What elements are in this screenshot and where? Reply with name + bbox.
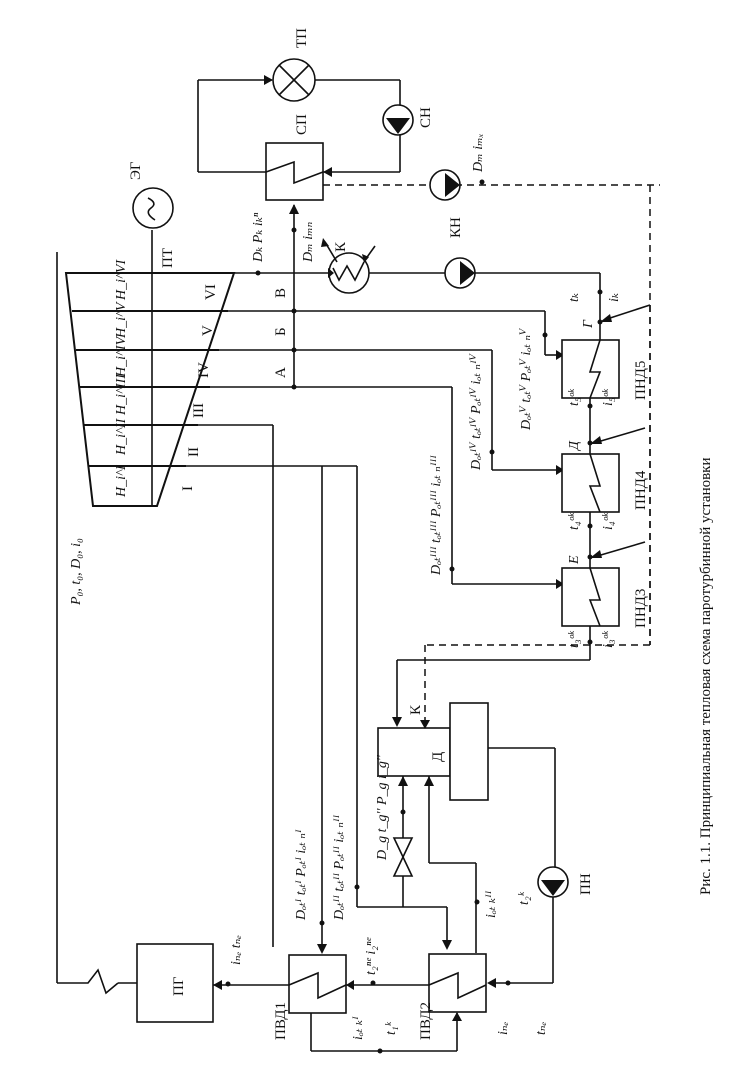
feed-pump: ПН [487, 866, 594, 988]
deaerator-k-label: К [408, 704, 424, 715]
sine-wave-icon [147, 197, 156, 221]
hp-heater-2: ПВД2 iₙₑ tₙₑ [418, 953, 549, 1051]
condensate-line: tₖ iₖ [369, 272, 651, 340]
figure-caption: Рис. 1.1. Принципиальная тепловая схема … [698, 458, 714, 896]
stage-numbers: VI V IV III II I [180, 284, 219, 491]
live-steam-label: P₀, t₀, D₀, i₀ [69, 538, 84, 606]
t5ok-label: t₅ᵒᵏ [567, 388, 582, 406]
deaerator-steam-line: D_g t_g'' P_g i_g'' [375, 754, 414, 907]
point-g-label: Г [581, 319, 596, 329]
deaerator: Д К [377, 645, 556, 870]
point-v-label: В [273, 288, 289, 298]
pvd2-drain-t-label: t₂ᵏ [517, 891, 532, 905]
condenser-label: К [333, 241, 349, 252]
steam-generator-box [136, 943, 214, 1023]
feed-pump-label: ПН [578, 873, 594, 895]
t4ok-label: t₄ᵒᵏ [567, 512, 582, 530]
hp-heater-2-label: ПВД2 [418, 1002, 434, 1040]
i5ok-label: i₅ᵒᵏ [601, 388, 616, 406]
turbine-casing [64, 272, 236, 507]
condensate-pump: КН [444, 217, 476, 289]
pvd2-drain-i-label: iₒₜ ₖᴵᴵ [484, 890, 499, 918]
pvd2-in-t-label: tₙₑ [534, 1021, 549, 1035]
pvd2-drain-line: iₒₜ ₖᴵᴵ t₂ᵏ [424, 776, 532, 953]
turbine-label: ПТ [160, 248, 176, 268]
stage-hi-6: H_i^VI [114, 259, 129, 301]
condensate-pump-label: КН [448, 217, 464, 238]
i4ok-label: i₄ᵒᵏ [601, 512, 616, 530]
pvd1-in-label: t₂ⁿᵉ i₂ⁿᵉ [364, 936, 379, 975]
condenser: К [321, 238, 376, 294]
steam-generator: ПГ iₙₑ tₙₑ [56, 252, 289, 1023]
lp-heater-3: ПНД3 [561, 567, 649, 628]
deaerator-steam-label: D_g t_g'' P_g i_g'' [375, 754, 390, 861]
stage-roman-6: VI [203, 284, 219, 300]
stage-roman-5: V [200, 325, 216, 336]
pvd1-drain-i-label: iₒₜ ₖᴵ [351, 1016, 366, 1040]
turbine [64, 272, 236, 507]
generator-circle [132, 187, 174, 229]
pvd2-in-i-label: iₙₑ [496, 1021, 511, 1035]
ext-v-label: Dₒₜⱽ tₒₜⱽ Pₒₜⱽ iₒₜ ₙⱽ [519, 327, 534, 431]
network-heater-label: СП [294, 114, 310, 135]
condensate-t-label: tₖ [567, 293, 582, 302]
stage-roman-3: III [191, 403, 207, 418]
exhaust-label: Dₖ Pₖ iₖⁿ [251, 212, 266, 263]
i3ok-label: i₃ᵒᵏ [601, 630, 616, 648]
stage-heat-drops: H_i^VI H_i^V H_i^IV H_i^III H_i^II H_i^I [114, 259, 129, 498]
ext-iv-label: Dₒₜᴵⱽ tₒₜᴵⱽ Pₒₜᴵⱽ iₒₜ ₙᴵⱽ [469, 352, 484, 471]
stage-roman-2: II [186, 447, 202, 457]
stage-roman-1: I [180, 486, 196, 491]
lp-condensate-chain: t₅ᵒᵏ i₅ᵒᵏ Д t₄ᵒᵏ i₄ᵒᵏ Е t₃ᵒᵏ i₃ᵒᵏ [392, 305, 651, 727]
stage-hi-1: H_i^I [114, 464, 129, 498]
deaerator-label: Д [430, 752, 446, 762]
t3ok-label: t₃ᵒᵏ [567, 630, 582, 648]
extraction-i-line: Dₒₜᴵ tₒₜᴵ Pₒₜᴵ iₒₜ ₙᴵ [294, 466, 327, 954]
ext-iii-label: Dₒₜᴵᴵᴵ tₒₜᴵᴵᴵ Pₒₜᴵᴵᴵ iₒₜ ₙᴵᴵᴵ [429, 455, 444, 576]
heat-consumer-label: ТП [294, 28, 310, 48]
deaerator-column [377, 727, 451, 777]
stage-hi-3: H_i^III [114, 373, 129, 416]
heating-extraction-label: Dₘ iₘₙ [301, 221, 316, 263]
generator-label: ЭГ [128, 161, 144, 180]
electric-generator: ЭГ ПТ [128, 161, 176, 273]
stage-roman-4: IV [196, 362, 212, 378]
network-heater: СП [197, 75, 660, 201]
lp-heater-5-label: ПНД5 [633, 361, 649, 400]
hp-heater-1-label: ПВД1 [273, 1002, 289, 1040]
live-steam-line: P₀, t₀, D₀, i₀ [69, 538, 84, 606]
stage-hi-2: H_i^II [114, 417, 129, 456]
heating-extraction-line: Dₘ iₘₙ [289, 204, 316, 273]
pvd1-drain-t-label: t₁ᵏ [384, 1021, 399, 1035]
lp-heater-4: ПНД4 [561, 453, 649, 513]
extraction-lines-hp: Dₒₜᴵᴵ tₒₜᴵᴵ Pₒₜᴵᴵ iₒₜ ₙᴵᴵ [186, 424, 452, 950]
drain-return-label: Dₘ iₘₓ [471, 133, 486, 173]
heat-consumer: ТП [272, 28, 401, 172]
stage-hi-5: H_i^V [114, 301, 129, 339]
point-b-label: Б [273, 327, 289, 336]
hp-heater-1: ПВД1 t₂ⁿᵉ i₂ⁿᵉ iₒₜ ₖᴵ t₁ᵏ [273, 936, 457, 1054]
point-d-label: Д [567, 440, 582, 452]
valve-icon [392, 837, 414, 859]
deaerator-tank [449, 702, 489, 801]
ext-i-label: Dₒₜᴵ tₒₜᴵ Pₒₜᴵ iₒₜ ₙᴵ [294, 829, 309, 921]
condensate-i-label: iₖ [607, 293, 622, 302]
point-e-label: Е [567, 555, 582, 565]
stage-hi-4: H_i^IV [114, 335, 129, 378]
lp-heater-3-label: ПНД3 [633, 589, 649, 628]
ext-ii-label: Dₒₜᴵᴵ tₒₜᴵᴵ Pₒₜᴵᴵ iₒₜ ₙᴵᴵ [332, 814, 347, 921]
exhaust-line: Dₖ Pₖ iₖⁿ [234, 212, 330, 276]
network-pump-label: СН [418, 107, 434, 128]
point-a-label: А [273, 367, 289, 378]
lp-heater-4-label: ПНД4 [633, 470, 649, 510]
extraction-lines-lp: В Б А Dₒₜⱽ tₒₜⱽ Pₒₜⱽ iₒₜ ₙⱽ Dₒₜᴵⱽ tₒₜᴵⱽ … [210, 273, 564, 589]
steam-generator-label: ПГ [171, 976, 187, 996]
feed-out-label: iₙₑ tₙₑ [229, 935, 244, 965]
network-pump: СН [382, 104, 434, 136]
